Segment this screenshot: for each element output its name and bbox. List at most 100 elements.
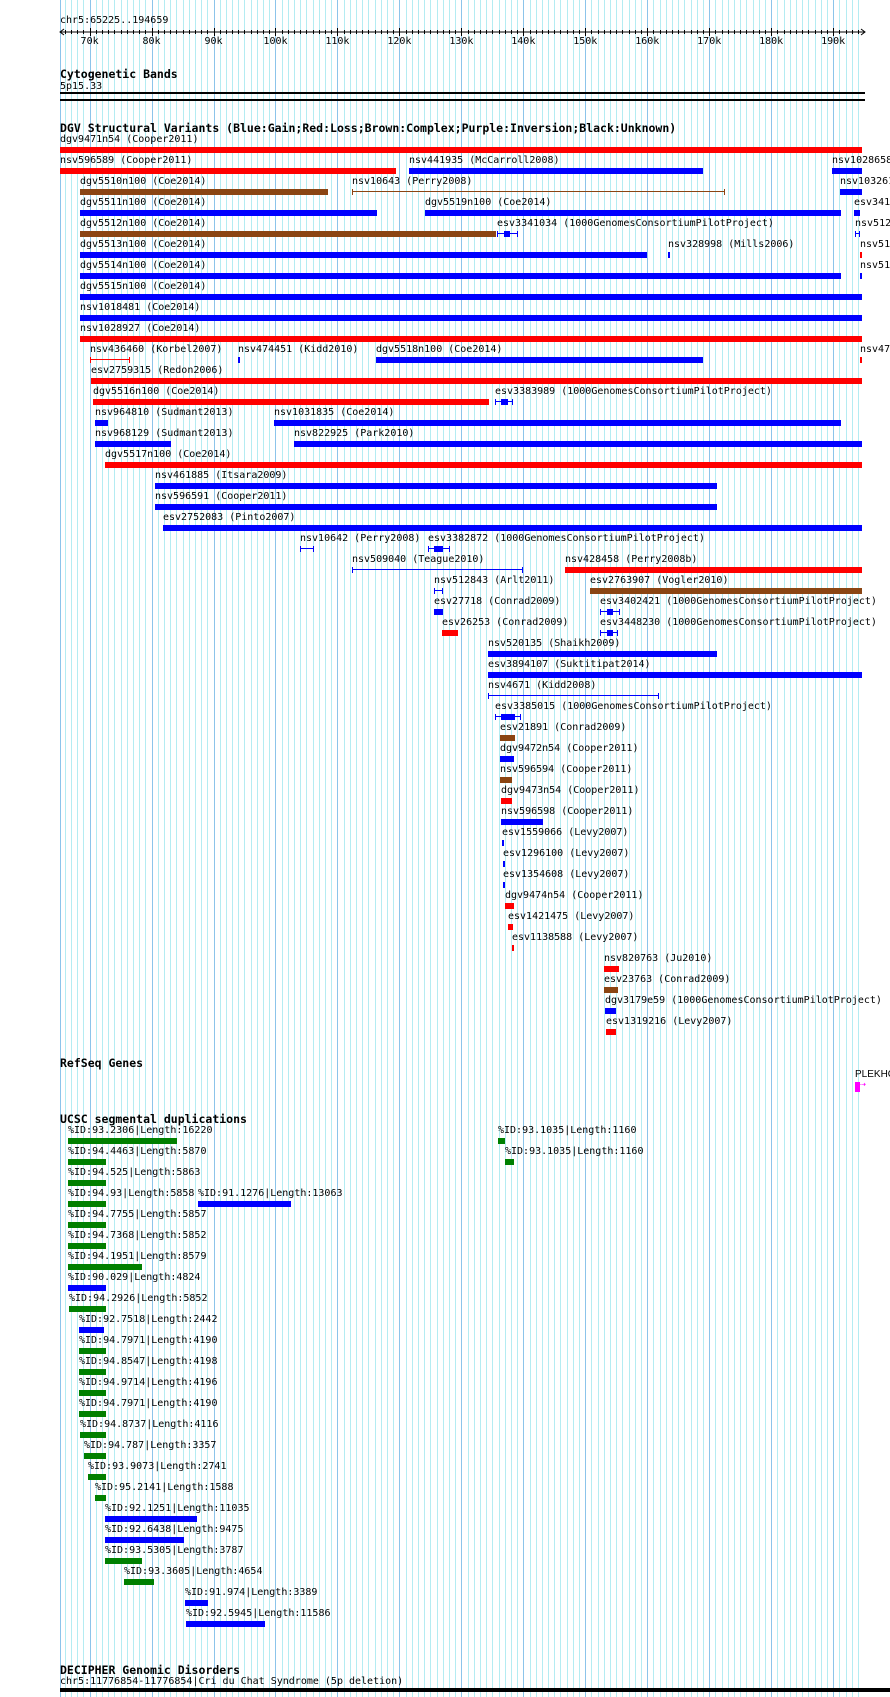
dgv-item-label[interactable]: dgv9474n54 (Cooper2011) xyxy=(505,890,644,901)
dgv-item-bar[interactable] xyxy=(500,756,514,762)
dgv-item-bar[interactable] xyxy=(860,273,862,279)
dgv-item-label[interactable]: dgv9473n54 (Cooper2011) xyxy=(501,785,640,796)
dgv-item-bar[interactable] xyxy=(565,567,862,573)
dgv-item-span[interactable] xyxy=(352,191,725,192)
dgv-item-bar[interactable] xyxy=(854,210,860,216)
dgv-item-label[interactable]: esv2763907 (Vogler2010) xyxy=(590,575,729,586)
dgv-item-label[interactable]: nsv4671 (Kidd2008) xyxy=(488,680,597,691)
dgv-item-bar[interactable] xyxy=(93,399,489,405)
segdup-item-bar[interactable] xyxy=(95,1495,106,1501)
segdup-item-bar[interactable] xyxy=(68,1264,142,1270)
dgv-item-label[interactable]: esv1354608 (Levy2007) xyxy=(503,869,630,880)
dgv-item-label[interactable]: dgv5513n100 (Coe2014) xyxy=(80,239,207,250)
dgv-item-label[interactable]: dgv5511n100 (Coe2014) xyxy=(80,197,207,208)
segdup-item-bar[interactable] xyxy=(186,1621,265,1627)
dgv-item-label[interactable]: nsv596594 (Cooper2011) xyxy=(500,764,633,775)
segdup-item-label[interactable]: %ID:94.93|Length:5858 xyxy=(68,1188,195,1199)
dgv-track-title[interactable]: DGV Structural Variants (Blue:Gain;Red:L… xyxy=(60,121,677,135)
dgv-item-thick[interactable] xyxy=(434,546,443,552)
segdup-item-label[interactable]: %ID:93.1035|Length:1160 xyxy=(498,1125,637,1136)
segdup-item-label[interactable]: %ID:91.1276|Length:13063 xyxy=(198,1188,343,1199)
dgv-item-label[interactable]: dgv5519n100 (Coe2014) xyxy=(425,197,552,208)
segdup-item-bar[interactable] xyxy=(68,1180,106,1186)
dgv-item-label[interactable]: nsv441935 (McCarroll2008) xyxy=(409,155,560,166)
dgv-item-thick[interactable] xyxy=(501,714,515,720)
dgv-item-bar[interactable] xyxy=(274,420,841,426)
dgv-item-bar[interactable] xyxy=(238,357,240,363)
segdup-item-bar[interactable] xyxy=(88,1474,106,1480)
dgv-item-label[interactable]: nsv822925 (Park2010) xyxy=(294,428,415,439)
dgv-item-label[interactable]: nsv1028658 xyxy=(832,155,890,166)
dgv-item-label[interactable]: esv21891 (Conrad2009) xyxy=(500,722,627,733)
dgv-item-bar[interactable] xyxy=(425,210,841,216)
dgv-item-span[interactable] xyxy=(488,695,659,696)
dgv-item-bar[interactable] xyxy=(505,903,514,909)
dgv-item-bar[interactable] xyxy=(508,924,513,930)
segdup-item-label[interactable]: %ID:94.8737|Length:4116 xyxy=(80,1419,219,1430)
dgv-item-bar[interactable] xyxy=(80,273,841,279)
dgv-item-label[interactable]: nsv328998 (Mills2006) xyxy=(668,239,795,250)
dgv-item-label[interactable]: esv3894107 (Suktitipat2014) xyxy=(488,659,651,670)
segdup-item-label[interactable]: %ID:94.9714|Length:4196 xyxy=(79,1377,218,1388)
dgv-item-bar[interactable] xyxy=(832,168,862,174)
dgv-item-label[interactable]: esv3385015 (1000GenomesConsortiumPilotPr… xyxy=(495,701,772,712)
segdup-item-label[interactable]: %ID:92.7518|Length:2442 xyxy=(79,1314,218,1325)
dgv-item-span[interactable] xyxy=(855,233,860,234)
dgv-item-label[interactable]: esv1138588 (Levy2007) xyxy=(512,932,639,943)
dgv-item-label[interactable]: nsv428458 (Perry2008b) xyxy=(565,554,698,565)
segdup-item-bar[interactable] xyxy=(79,1369,106,1375)
dgv-item-bar[interactable] xyxy=(500,777,512,783)
dgv-item-label[interactable]: esv3383989 (1000GenomesConsortiumPilotPr… xyxy=(495,386,772,397)
dgv-item-bar[interactable] xyxy=(503,882,505,888)
dgv-item-label[interactable]: esv27718 (Conrad2009) xyxy=(434,596,561,607)
dgv-item-label[interactable]: esv3382872 (1000GenomesConsortiumPilotPr… xyxy=(428,533,705,544)
dgv-item-label[interactable]: dgv5516n100 (Coe2014) xyxy=(93,386,220,397)
segdup-item-bar[interactable] xyxy=(105,1516,197,1522)
segdup-item-label[interactable]: %ID:94.7368|Length:5852 xyxy=(68,1230,207,1241)
dgv-item-label[interactable]: nsv10643 (Perry2008) xyxy=(352,176,473,187)
dgv-item-label[interactable]: esv3410 xyxy=(854,197,890,208)
dgv-item-bar[interactable] xyxy=(80,315,862,321)
dgv-item-span[interactable] xyxy=(90,359,130,360)
dgv-item-bar[interactable] xyxy=(668,252,670,258)
segdup-item-label[interactable]: %ID:94.7755|Length:5857 xyxy=(68,1209,207,1220)
segdup-item-bar[interactable] xyxy=(68,1285,106,1291)
segdup-item-bar[interactable] xyxy=(69,1306,106,1312)
segdup-item-bar[interactable] xyxy=(68,1159,106,1165)
dgv-item-label[interactable]: nsv1028927 (Coe2014) xyxy=(80,323,201,334)
segdup-item-bar[interactable] xyxy=(68,1201,106,1207)
segdup-item-label[interactable]: %ID:94.787|Length:3357 xyxy=(84,1440,217,1451)
dgv-item-label[interactable]: esv23763 (Conrad2009) xyxy=(604,974,731,985)
dgv-item-label[interactable]: esv3448230 (1000GenomesConsortiumPilotPr… xyxy=(600,617,877,628)
decipher-track-title[interactable]: DECIPHER Genomic Disorders xyxy=(60,1663,241,1677)
dgv-item-bar[interactable] xyxy=(60,147,862,153)
segdup-item-label[interactable]: %ID:94.7971|Length:4190 xyxy=(79,1335,218,1346)
gene-exon[interactable] xyxy=(855,1082,860,1092)
segdup-track-title[interactable]: UCSC segmental duplications xyxy=(60,1112,247,1126)
dgv-item-bar[interactable] xyxy=(606,1029,616,1035)
segdup-item-label[interactable]: %ID:94.525|Length:5863 xyxy=(68,1167,201,1178)
segdup-item-label[interactable]: %ID:94.8547|Length:4198 xyxy=(79,1356,218,1367)
segdup-item-label[interactable]: %ID:93.3605|Length:4654 xyxy=(124,1566,263,1577)
dgv-item-label[interactable]: nsv5185 xyxy=(860,260,890,271)
dgv-item-bar[interactable] xyxy=(163,525,862,531)
dgv-item-bar[interactable] xyxy=(860,252,862,258)
dgv-item-bar[interactable] xyxy=(80,336,862,342)
dgv-item-bar[interactable] xyxy=(80,252,647,258)
dgv-item-thick[interactable] xyxy=(504,231,510,237)
dgv-item-bar[interactable] xyxy=(488,651,717,657)
dgv-item-label[interactable]: nsv1031835 (Coe2014) xyxy=(274,407,395,418)
segdup-item-bar[interactable] xyxy=(80,1432,106,1438)
dgv-item-label[interactable]: nsv10642 (Perry2008) xyxy=(300,533,421,544)
gene-label[interactable]: PLEKHG4 xyxy=(855,1069,890,1080)
dgv-item-span[interactable] xyxy=(300,548,314,549)
dgv-item-label[interactable]: nsv596589 (Cooper2011) xyxy=(60,155,193,166)
dgv-item-bar[interactable] xyxy=(501,819,543,825)
refseq-track-title[interactable]: RefSeq Genes xyxy=(60,1056,144,1070)
dgv-item-label[interactable]: esv26253 (Conrad2009) xyxy=(442,617,569,628)
dgv-item-label[interactable]: dgv5512n100 (Coe2014) xyxy=(80,218,207,229)
segdup-item-label[interactable]: %ID:94.7971|Length:4190 xyxy=(79,1398,218,1409)
segdup-item-bar[interactable] xyxy=(105,1558,142,1564)
dgv-item-label[interactable]: esv3341034 (1000GenomesConsortiumPilotPr… xyxy=(497,218,774,229)
segdup-item-label[interactable]: %ID:92.1251|Length:11035 xyxy=(105,1503,250,1514)
